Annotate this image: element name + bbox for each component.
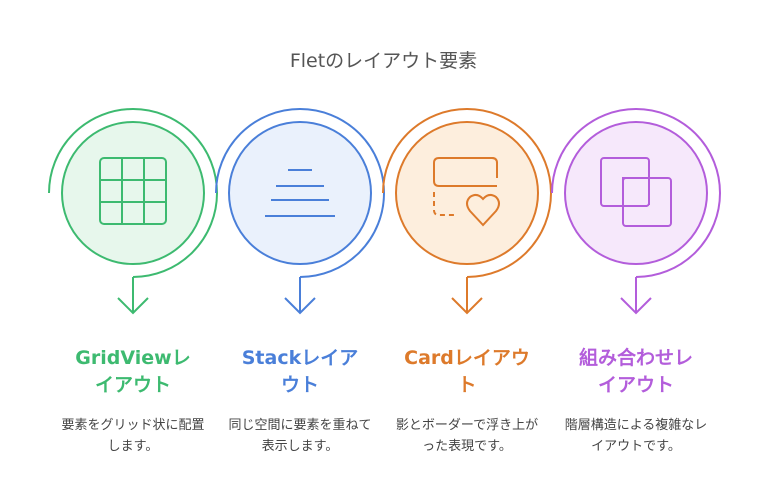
- layers-icon: [600, 157, 672, 227]
- card-description: 影とボーダーで浮き上がった表現です。: [395, 418, 539, 454]
- down-arrow-icon: [284, 277, 316, 315]
- gridview-description: 要素をグリッド状に配置します。: [61, 418, 205, 454]
- card-label: Cardレイアウト: [404, 347, 530, 396]
- gridview-column: GridViewレイアウト 要素をグリッド状に配置します。: [53, 345, 213, 457]
- combination-column: 組み合わせレイアウト 階層構造による複雑なレイアウトです。: [556, 345, 716, 457]
- gridview-label: GridViewレイアウト: [75, 347, 191, 396]
- combination-label: 組み合わせレイアウト: [578, 347, 693, 396]
- combination-description: 階層構造による複雑なレイアウトです。: [564, 418, 708, 454]
- gridview-node: [48, 108, 218, 315]
- stack-description: 同じ空間に要素を重ねて表示します。: [228, 418, 372, 454]
- grid-icon: [99, 157, 167, 225]
- down-arrow-icon: [620, 277, 652, 315]
- diagram-title: Fletのレイアウト要素: [289, 50, 478, 72]
- stack-label: Stackレイアウト: [241, 347, 359, 396]
- card-node: [382, 108, 552, 315]
- combination-node: [551, 108, 721, 315]
- down-arrow-icon: [451, 277, 483, 315]
- card-heart-icon: [433, 157, 500, 227]
- stack-icon: [265, 169, 335, 217]
- stack-node: [215, 108, 385, 315]
- stack-column: Stackレイアウト 同じ空間に要素を重ねて表示します。: [220, 345, 380, 457]
- down-arrow-icon: [117, 277, 149, 315]
- card-column: Cardレイアウト 影とボーダーで浮き上がった表現です。: [387, 345, 547, 457]
